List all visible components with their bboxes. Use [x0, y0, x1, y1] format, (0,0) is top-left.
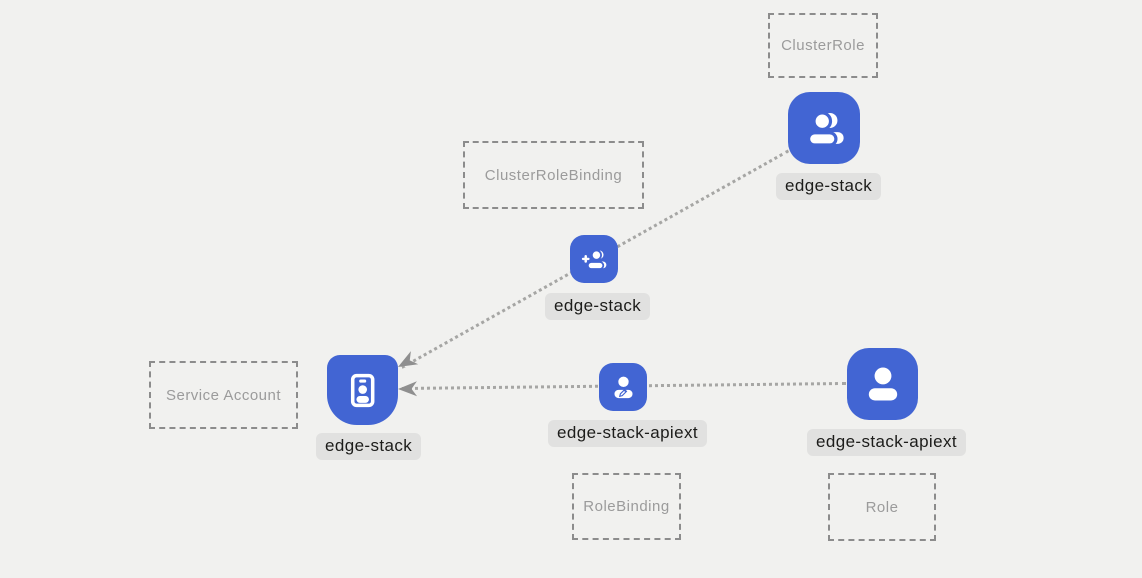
node-clusterrolebinding-edge-stack	[570, 235, 618, 283]
id-badge-icon	[350, 373, 375, 407]
node-name-label-clusterrolebinding: edge-stack	[545, 293, 651, 320]
node-rolebinding-edge-stack-apiext	[599, 363, 647, 411]
type-box-label: ClusterRole	[781, 37, 865, 54]
node-name-label-clusterrole: edge-stack	[776, 173, 882, 200]
type-box-label: RoleBinding	[583, 498, 670, 515]
type-box-role: Role	[828, 473, 936, 541]
node-clusterrole-edge-stack	[788, 92, 860, 164]
node-name-label-rolebinding: edge-stack-apiext	[548, 420, 707, 447]
arrowhead-icon	[398, 381, 418, 397]
person-add-icon	[581, 249, 606, 270]
person-edit-icon	[613, 376, 633, 398]
type-box-label: ClusterRoleBinding	[484, 166, 623, 184]
node-role-edge-stack-apiext	[847, 348, 918, 420]
type-box-clusterrole: ClusterRole	[768, 13, 878, 78]
person-icon	[868, 367, 897, 401]
node-name-label-role: edge-stack-apiext	[807, 429, 966, 456]
type-box-label: Service Account	[165, 386, 282, 404]
type-box-rolebinding: RoleBinding	[572, 473, 681, 540]
node-serviceaccount-edge-stack	[327, 355, 398, 425]
arrowhead-icon	[398, 351, 419, 367]
type-box-label: Role	[865, 498, 899, 516]
node-name-label-serviceaccount: edge-stack	[316, 433, 422, 460]
group-icon	[806, 110, 844, 147]
type-box-clusterrolebinding: ClusterRoleBinding	[463, 141, 644, 209]
type-box-serviceaccount: Service Account	[149, 361, 298, 429]
